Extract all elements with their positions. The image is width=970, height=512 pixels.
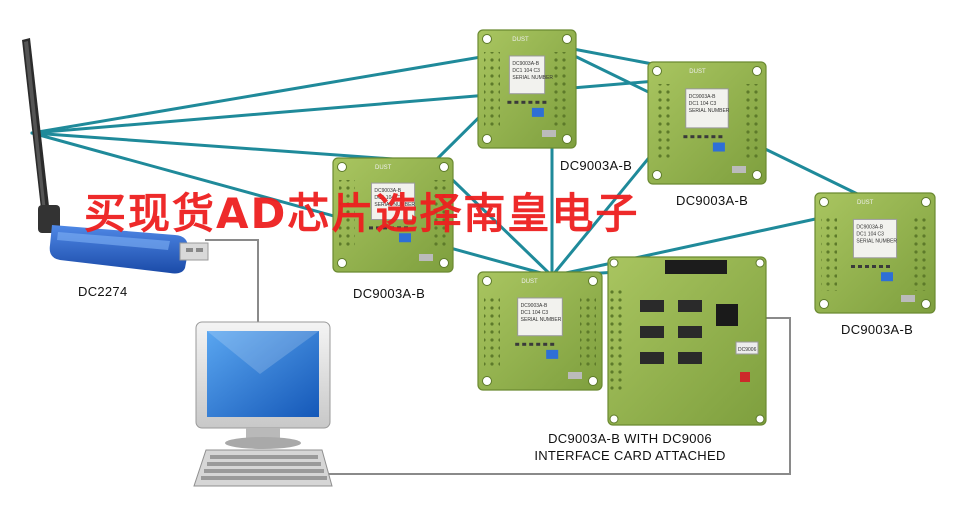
dongle-label: DC2274 [78, 284, 128, 299]
board-left-label: DC9003A-B [353, 286, 426, 301]
chip-text: DC1 104 C3 [856, 231, 884, 237]
board-far-right-label: DC9003A-B [841, 322, 914, 337]
chip-text: SERIAL NUMBER [512, 75, 553, 81]
chip-text: SERIAL NUMBER [374, 202, 415, 208]
link-antenna-upper-right [30, 74, 718, 135]
interface-card: DC9006 [607, 256, 767, 426]
watermark: 买现货AD芯片选择南皇电子 [84, 189, 640, 238]
computer [193, 321, 333, 487]
usb-plug [179, 242, 209, 261]
link-antenna-center [30, 131, 554, 278]
iface-tag-text: DC9006 [738, 347, 757, 353]
brand-text: DUST [512, 37, 529, 43]
board-top-label: DC9003A-B [560, 158, 633, 173]
brand-text: DUST [857, 200, 874, 206]
interface-cable [326, 317, 791, 475]
chip-text: DC1 104 C3 [512, 68, 540, 74]
link-antenna-top [30, 43, 554, 135]
interface-label-line2: INTERFACE CARD ATTACHED [534, 448, 726, 463]
monitor-screen [207, 331, 319, 417]
link-left-center [432, 160, 554, 278]
chip-text: SERIAL NUMBER [689, 108, 730, 114]
chip-text: DC9003A-B [521, 303, 548, 309]
interface-card-label: DC9003A-B WITH DC9006 INTERFACE CARD ATT… [520, 430, 740, 464]
brand-text: DUST [375, 165, 392, 171]
brand-text: DUST [689, 69, 706, 75]
chip-text: SERIAL NUMBER [521, 317, 562, 323]
link-antenna-left [30, 131, 436, 164]
chip-text: DC9003A-B [512, 61, 539, 67]
chip-text: SERIAL NUMBER [856, 238, 897, 244]
chip-text: DC9003A-B [689, 94, 716, 100]
chip-text: DC9003A-B [374, 188, 401, 194]
chip-text: DC1 104 C3 [521, 310, 549, 316]
chip-text: DC1 104 C3 [689, 101, 717, 107]
chip-text: DC9003A-B [856, 224, 883, 230]
antenna-dongle [22, 38, 209, 274]
interface-label-line1: DC9003A-B WITH DC9006 [548, 431, 712, 446]
usb-cable [205, 239, 259, 328]
chip-text: DC1 104 C3 [374, 195, 402, 201]
brand-text: DUST [521, 279, 538, 285]
board-upper-right-label: DC9003A-B [676, 193, 749, 208]
